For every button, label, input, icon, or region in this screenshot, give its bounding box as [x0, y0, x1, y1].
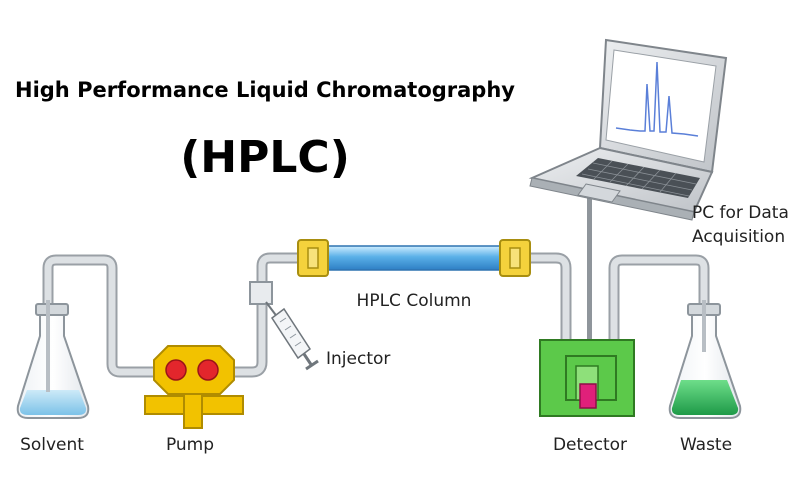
diagram-title: High Performance Liquid Chromatography: [15, 78, 515, 102]
injector: [249, 281, 319, 371]
column-body: [317, 245, 511, 271]
label-pump: Pump: [166, 435, 214, 455]
injector-port: [249, 281, 273, 305]
pump-valve-left: [165, 359, 187, 381]
pump: [144, 345, 244, 429]
label-pc-line2: Acquisition: [692, 227, 785, 247]
laptop-keyboard: [576, 158, 700, 198]
pump-valve-right: [197, 359, 219, 381]
laptop-touchpad: [577, 183, 621, 203]
syringe-icon: [265, 301, 319, 371]
laptop-icon: [528, 38, 728, 221]
waste-flask: [668, 300, 742, 419]
diagram-abbreviation: (HPLC): [180, 132, 350, 183]
tube-column-to-detector: [522, 252, 572, 348]
data-cable: [587, 198, 592, 344]
chromatogram-trace: [615, 61, 699, 137]
detector-flow-cell: [579, 383, 597, 409]
label-detector: Detector: [553, 435, 627, 455]
label-solvent: Solvent: [20, 435, 84, 455]
label-pc-line1: PC for Data: [692, 203, 789, 223]
detector: [539, 339, 635, 417]
label-hplc-column: HPLC Column: [357, 291, 472, 311]
pump-icon: [144, 345, 244, 429]
tube-detector-to-waste: [608, 254, 710, 348]
solvent-flask: [16, 300, 90, 419]
tubing: [42, 252, 710, 378]
label-waste: Waste: [680, 435, 732, 455]
label-injector: Injector: [326, 349, 390, 369]
hplc-column: [297, 239, 531, 277]
laptop: [528, 38, 728, 221]
